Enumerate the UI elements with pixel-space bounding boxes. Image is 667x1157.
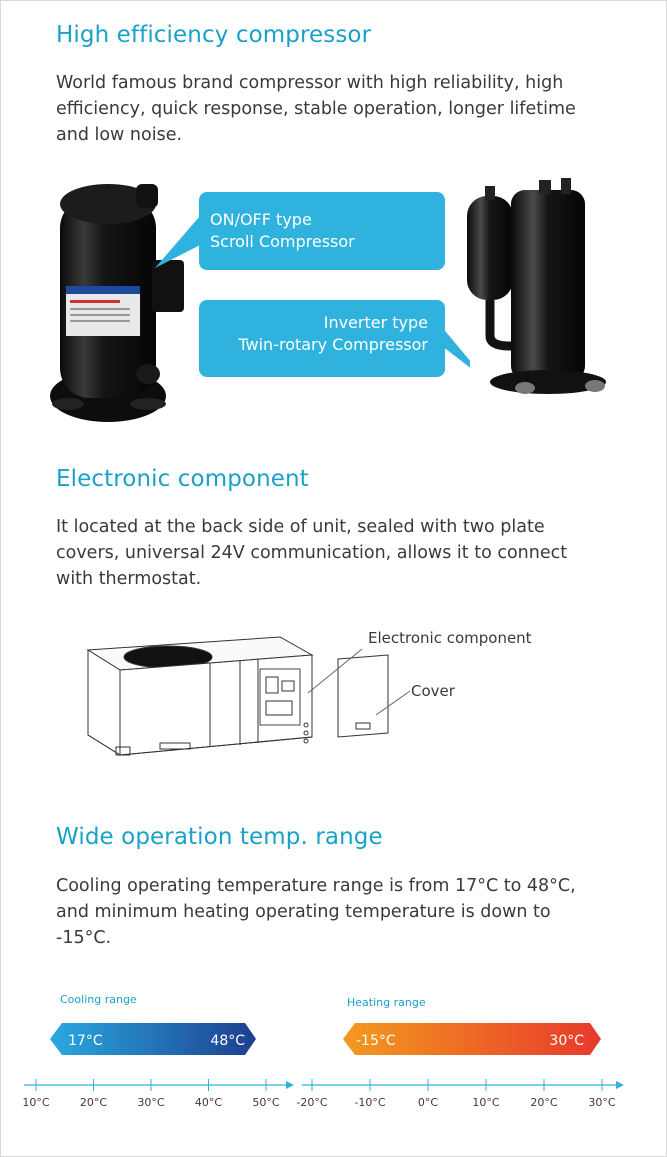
electronic-description-line: covers, universal 24V communication, all… [56,543,568,563]
cooling-max-label: 48°C [210,1033,245,1049]
heating-axis-tick-label: 20°C [530,1096,557,1109]
temp-range-description-line: and minimum heating operating temperatur… [56,902,551,922]
heating-axis-tick-label: -10°C [354,1096,385,1109]
heating-range-bar [343,1023,601,1055]
scroll-compressor-image [50,184,184,422]
compressor-description-line: and low noise. [56,125,183,145]
cover-label: Cover [411,682,455,700]
temp-range-description-line: -15°C. [56,928,112,948]
cooling-range-bar [50,1023,256,1055]
unit-diagram [86,636,411,756]
electronic-title: Electronic component [56,466,309,492]
electronic-component-label: Electronic component [368,629,532,647]
compressor-title: High efficiency compressor [56,22,372,48]
cooling-range-label: Cooling range [60,993,137,1006]
compressor-description-line: World famous brand compressor with high … [56,73,564,93]
cooling-axis-tick-label: 40°C [195,1096,222,1109]
temp-range-description: Cooling operating temperature range is f… [56,873,636,951]
compressor-description: World famous brand compressor with high … [56,70,636,148]
temp-range-title: Wide operation temp. range [56,824,383,850]
inverter-compressor-image [467,178,606,394]
electronic-description: It located at the back side of unit, sea… [56,514,636,592]
heating-axis-tick-label: 10°C [472,1096,499,1109]
scroll-callout-pointer [155,216,206,268]
callout-inverter-line2: Twin-rotary Compressor [238,335,428,354]
compressor-description-line: efficiency, quick response, stable opera… [56,99,576,119]
inverter-compressor-callout: Inverter type Twin-rotary Compressor [199,300,445,377]
heating-axis-tick-label: 30°C [588,1096,615,1109]
cooling-axis-tick-label: 30°C [137,1096,164,1109]
electronic-description-line: It located at the back side of unit, sea… [56,517,545,537]
scroll-compressor-callout: ON/OFF type Scroll Compressor [199,192,445,270]
heating-axis-tick-label: -20°C [296,1096,327,1109]
heating-min-label: -15°C [356,1033,396,1049]
cooling-axis-tick-label: 20°C [80,1096,107,1109]
temp-range-description-line: Cooling operating temperature range is f… [56,876,576,896]
cooling-axis-arrow [286,1081,294,1089]
heating-axis-arrow [616,1081,624,1089]
heating-range-label: Heating range [347,996,426,1009]
callout-scroll-line1: ON/OFF type [210,210,312,229]
temperature-range-graphic: 17°C 48°C -15°C 30°C 10°C 20°C 30°C 40°C 50°… [22,1023,624,1109]
callout-inverter-line1: Inverter type [323,313,428,332]
callout-scroll-line2: Scroll Compressor [210,232,355,251]
cooling-min-label: 17°C [68,1033,103,1049]
cooling-axis-tick-label: 50°C [252,1096,279,1109]
electronic-description-line: with thermostat. [56,569,202,589]
cooling-axis-tick-label: 10°C [22,1096,49,1109]
heating-max-label: 30°C [549,1033,584,1049]
heating-axis-tick-label: 0°C [418,1096,438,1109]
